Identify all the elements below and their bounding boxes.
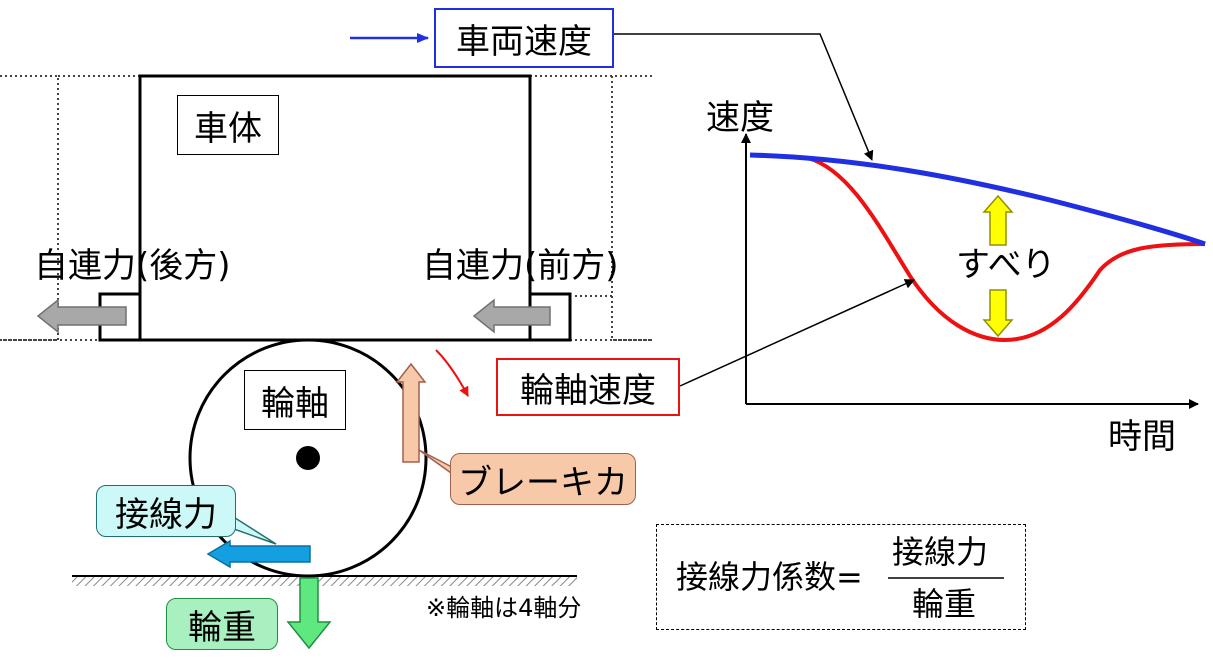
wheel-load-arrow xyxy=(286,577,332,650)
rear-inertia-arrow xyxy=(36,298,127,334)
formula-numerator: 接線力 xyxy=(892,533,989,571)
graph-x-axis-label: 時間 xyxy=(1108,417,1176,457)
speed-time-graph xyxy=(741,133,1206,409)
brake-force-arrow xyxy=(395,362,427,463)
graph-y-axis-label: 速度 xyxy=(706,98,774,138)
wheel-rotation-arrow xyxy=(435,349,469,397)
wheel-speed-leader xyxy=(679,279,915,387)
slip-arrow-up xyxy=(982,194,1014,246)
adhesion-force-arrow xyxy=(206,539,311,569)
front-inertia-arrow xyxy=(472,298,551,334)
formula-lhs: 接線力係数= xyxy=(676,558,863,596)
vehicle-speed-label: 車両速度 xyxy=(434,8,614,68)
rear-inertia-label: 自連力(後方) xyxy=(34,246,231,286)
vehicle-speed-leader xyxy=(614,33,874,161)
wheel-speed-curve xyxy=(807,156,1206,343)
car-body-label: 車体 xyxy=(177,95,279,155)
wheelset-label: 輪軸 xyxy=(244,370,346,430)
slip-arrow-down xyxy=(982,289,1014,338)
vehicle-speed-curve xyxy=(749,152,1206,247)
front-inertia-label: 自連力(前方) xyxy=(422,246,619,286)
adhesion-force-callout: 接線力 xyxy=(96,485,236,537)
formula-denominator: 輪重 xyxy=(912,585,977,623)
brake-force-callout: ブレーキカ xyxy=(450,453,636,505)
wheel-speed-label: 輪軸速度 xyxy=(496,358,680,416)
wheel-load-callout: 輪重 xyxy=(166,598,278,650)
slip-label: すべり xyxy=(956,245,1056,285)
wheelset-count-note: ※輪軸は4軸分 xyxy=(426,594,582,622)
ground-hatch xyxy=(72,576,577,586)
formula-box xyxy=(656,524,1026,630)
axle-dot xyxy=(296,446,320,470)
